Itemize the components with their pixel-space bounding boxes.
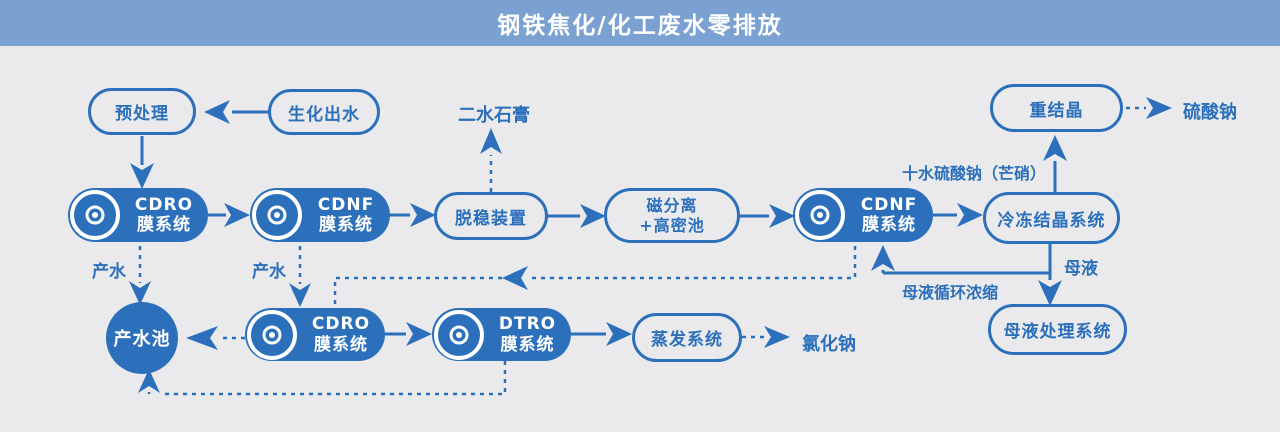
node-label-line2: 膜系统: [862, 215, 916, 235]
label-dihydrate-gypsum: 二水石膏: [458, 105, 530, 126]
node-cdro-membrane-mid: CDRO 膜系统: [68, 188, 208, 242]
node-cdnf-membrane-right: CDNF 膜系统: [793, 188, 933, 242]
dashed-arrow-cdnf-product-water: [289, 246, 311, 307]
arrow-biochemical-to-pretreatment: [204, 100, 268, 124]
node-label: 母液处理系统: [1003, 322, 1112, 342]
dashed-arrow-dtro-to-pool: [138, 361, 507, 396]
node-label-line2: 膜系统: [314, 334, 368, 355]
node-label-line1: DTRO: [498, 314, 557, 335]
node-evaporation: 蒸发系统: [632, 313, 742, 362]
arrow-cdnf-right-to-freeze: [933, 203, 983, 227]
node-biochemical-effluent: 生化出水: [268, 89, 380, 135]
node-pretreatment: 预处理: [88, 88, 196, 135]
arrow-dtro-to-evaporation: [571, 322, 632, 346]
membrane-disc-icon: [247, 309, 297, 360]
node-label: 蒸发系统: [651, 330, 723, 350]
node-label: 预处理: [115, 104, 169, 124]
node-mother-liquor-treatment: 母液处理系统: [988, 304, 1127, 355]
header-bar: 钢铁焦化/化工废水零排放: [0, 0, 1280, 46]
node-product-water-pool: 产水池: [106, 302, 178, 374]
node-cdnf-membrane-mid: CDNF 膜系统: [250, 188, 390, 242]
membrane-disc-icon: [252, 190, 302, 240]
dashed-arrow-destabilizer-to-gypsum: [480, 128, 502, 192]
page-title: 钢铁焦化/化工废水零排放: [497, 13, 783, 39]
dashed-arrow-evaporation-to-sodium-chloride: [742, 326, 790, 348]
node-magnetic-separation: 磁分离 +高密池: [604, 188, 740, 243]
label-sodium-sulfate-decahydrate: 十水硫酸钠（芒硝）: [902, 164, 1047, 183]
node-label: 脱稳装置: [455, 208, 527, 229]
arrow-destabilizer-to-magnetic: [548, 204, 606, 228]
node-label-line2: +高密池: [639, 215, 705, 235]
node-label-line2: 膜系统: [319, 215, 373, 235]
label-sodium-sulfate: 硫酸钠: [1183, 102, 1237, 123]
arrow-cdnf-to-destabilizer: [390, 203, 436, 227]
label-mother-liquor: 母液: [1064, 259, 1098, 279]
node-label-line1: CDNF: [317, 194, 375, 215]
dashed-arrow-recrystallization-to-sodium-sulfate: [1126, 97, 1172, 119]
arrow-pretreatment-down: [130, 136, 154, 189]
arrow-magnetic-to-cdnf-right: [740, 204, 795, 228]
node-dtro-membrane: DTRO 膜系统: [432, 308, 571, 361]
arrow-freeze-to-recrystallization: [1043, 135, 1067, 192]
label-mother-liquor-recycle: 母液循环浓缩: [902, 283, 999, 302]
node-label: 冷冻结晶系统: [997, 210, 1106, 231]
membrane-disc-icon: [70, 190, 120, 240]
node-label-line2: 膜系统: [500, 334, 555, 355]
dashed-arrow-cdro-product-water: [129, 246, 151, 305]
membrane-disc-icon: [434, 309, 484, 360]
node-destabilizer: 脱稳装置: [434, 192, 548, 240]
node-cdro-membrane-bottom: CDRO 膜系统: [245, 308, 385, 361]
node-label-line1: 磁分离: [646, 196, 698, 216]
node-label-line1: CDRO: [311, 314, 371, 335]
node-freeze-crystallization: 冷冻结晶系统: [983, 192, 1120, 244]
membrane-disc-icon: [795, 190, 845, 240]
arrow-mother-liquor-recycle: [871, 245, 1050, 275]
node-label: 产水池: [113, 329, 171, 350]
label-product-water-mid: 产水: [252, 262, 286, 282]
node-label: 生化出水: [288, 104, 360, 125]
node-label-line2: 膜系统: [137, 215, 191, 235]
node-label-line1: CDRO: [134, 194, 194, 215]
label-product-water-left: 产水: [92, 262, 126, 282]
arrow-cdro-to-cdnf: [208, 203, 250, 227]
node-label: 重结晶: [1029, 100, 1084, 121]
node-recrystallization: 重结晶: [990, 84, 1123, 132]
arrow-freeze-to-mother-liquor-treatment: [1038, 244, 1062, 306]
arrow-cdro-bottom-to-dtro: [385, 322, 432, 346]
dashed-arrow-cdnf-right-return: [333, 246, 857, 307]
label-sodium-chloride: 氯化钠: [802, 334, 856, 355]
dashed-arrow-cdro-bottom-to-pool: [186, 326, 245, 350]
node-label-line1: CDNF: [860, 194, 918, 215]
